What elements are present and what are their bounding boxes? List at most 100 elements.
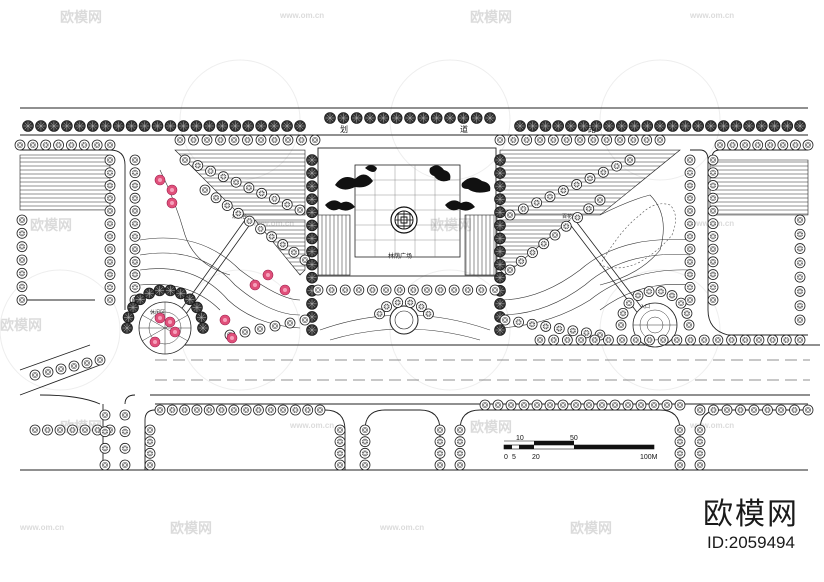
tree-symbol-icon [104,205,116,217]
tree-symbol-icon [584,172,596,184]
tree-symbol-icon [129,179,141,191]
tree-symbol-icon [289,404,301,416]
scale-tick-label: 20 [532,454,540,461]
tree-symbol-icon [802,139,814,151]
tree-symbol-icon [494,154,506,166]
tree-symbol-icon [570,399,582,411]
tree-symbol-icon [514,120,526,132]
tree-symbol-icon [48,120,60,132]
tree-symbol-icon [265,404,277,416]
tree-symbol-icon [641,134,653,146]
tree-symbol-icon [694,424,706,436]
tree-symbol-icon [684,281,696,293]
tree-symbol-icon [475,284,487,296]
tree-symbol-icon [151,120,164,132]
tree-symbol-icon [78,139,90,151]
tree-symbol-icon [547,134,559,146]
tree-symbol-icon [448,284,460,296]
tree-symbol-icon [104,256,116,268]
tree-symbol-icon [392,297,404,309]
tree-symbol-icon [794,314,806,326]
tree-symbol-icon [454,459,466,471]
tree-symbol-icon [707,256,719,268]
tree-symbol-icon [707,269,719,281]
tree-symbol-icon [366,284,378,296]
tree-symbol-icon [254,323,266,335]
tree-symbol-icon [306,245,318,258]
tree-symbol-icon [334,424,346,436]
pink-flower-icon [149,336,161,348]
tree-symbol-icon [314,404,326,416]
tree-symbol-icon [14,139,26,151]
tree-symbol-icon [794,334,806,346]
tree-symbol-icon [269,134,280,146]
tree-symbol-icon [104,167,116,179]
tree-symbol-icon [129,281,141,293]
tree-symbol-icon [174,134,186,146]
tree-symbol-icon [730,120,743,132]
tree-symbol-icon [611,160,623,172]
tree-symbol-icon [67,424,78,436]
scale-bar: 10 50 0 5 20 100M [503,435,658,461]
tree-symbol-icon [617,307,629,319]
tree-symbol-icon [494,324,506,336]
tree-symbol-icon [239,326,251,338]
tree-symbol-icon [614,134,626,146]
tree-symbol-icon [210,192,222,204]
tree-symbol-icon [748,404,760,416]
tree-symbol-icon [94,354,106,366]
tree-symbol-icon [364,112,376,124]
tree-symbol-icon [61,120,73,132]
feature-label: 入口 [640,304,650,310]
tree-symbol-icon [144,424,156,436]
tree-symbol-icon [622,399,634,411]
watermark-cn: 欧模网 [470,9,512,25]
tree-symbol-icon [68,360,80,372]
tree-symbol-icon [129,167,141,179]
tree-symbol-icon [597,166,609,178]
tree-symbol-icon [727,139,739,151]
tree-symbol-icon [707,205,719,217]
pink-flower-icon [226,332,238,344]
tree-symbol-icon [277,238,289,250]
tree-symbol-icon [674,447,686,459]
tree-symbol-icon [306,167,318,179]
tree-symbol-icon [129,205,141,217]
watermark-en: www.om.cn [689,11,734,20]
tree-symbol-icon [603,120,615,132]
tree-symbol-icon [42,424,53,436]
tree-symbol-icon [654,134,666,146]
tree-symbol-icon [268,120,280,132]
tree-symbol-icon [553,323,565,335]
tree-symbol-icon [654,120,666,132]
tree-symbol-icon [494,180,506,192]
tree-symbol-icon [721,404,733,416]
tree-symbol-icon [242,120,254,132]
tree-symbol-icon [197,322,209,334]
tree-symbol-icon [707,243,719,255]
tree-symbol-icon [144,459,156,471]
tree-symbol-icon [762,404,773,416]
tree-symbol-icon [306,298,318,310]
tree-symbol-icon [215,134,226,146]
tree-symbol-icon [707,230,719,242]
tree-symbol-icon [104,218,116,230]
tree-symbol-icon [507,134,519,146]
tree-symbol-icon [268,193,280,205]
tree-symbol-icon [359,447,371,459]
tree-symbol-icon [684,230,696,242]
tree-symbol-icon [789,139,801,151]
tree-symbol-icon [707,154,719,166]
tree-symbol-icon [232,207,244,219]
tree-symbol-icon [756,120,768,132]
tree-symbol-icon [557,185,569,197]
tree-symbol-icon [684,218,696,230]
tree-symbol-icon [616,120,628,132]
tree-symbol-icon [494,258,506,271]
tree-symbol-icon [407,284,419,296]
road-label-char: 划 [340,124,348,134]
tree-symbol-icon [457,112,470,124]
tree-symbol-icon [698,334,710,346]
tree-symbol-icon [16,267,28,279]
